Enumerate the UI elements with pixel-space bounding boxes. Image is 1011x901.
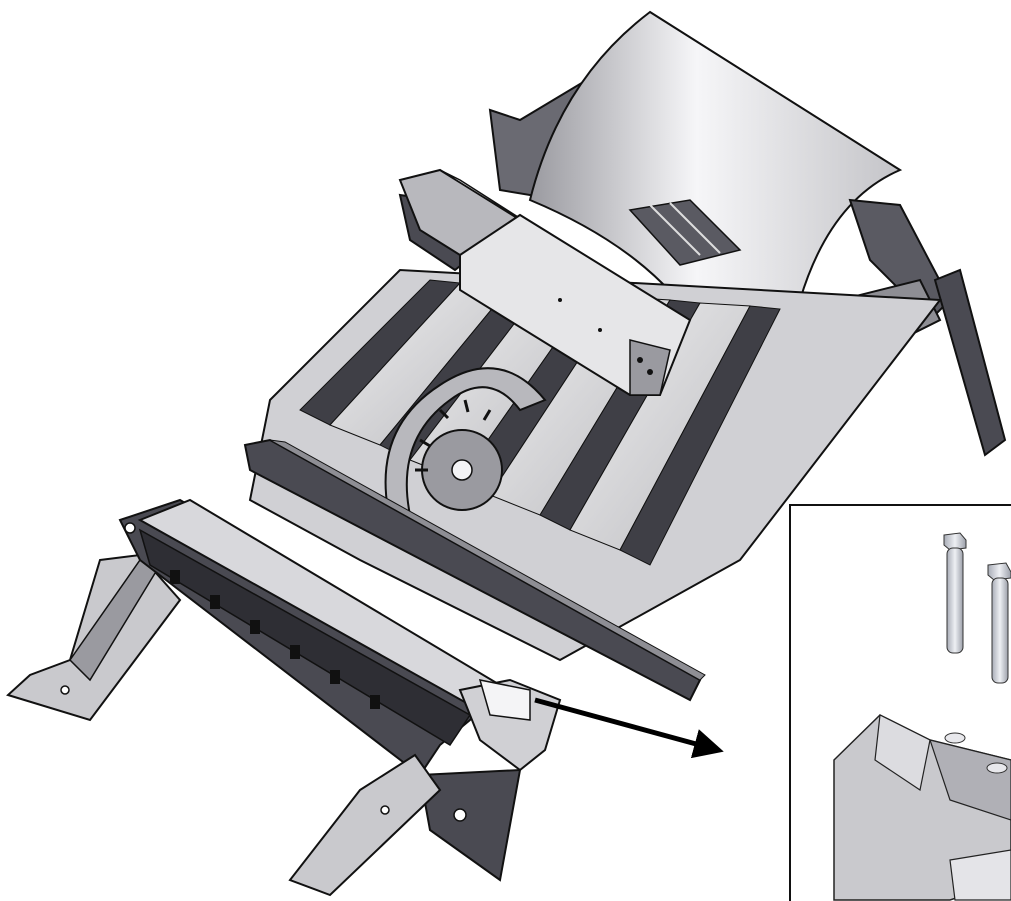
beam-teeth — [170, 570, 380, 709]
front-right-bracket — [288, 678, 562, 897]
detail-view — [789, 504, 1011, 901]
hex-bolt-1 — [943, 532, 967, 654]
left-arm — [6, 553, 182, 722]
callout-arrow — [534, 697, 724, 759]
bracket — [833, 714, 1011, 901]
front-beam-assembly — [118, 498, 502, 777]
rear-shroud — [488, 10, 903, 332]
front-crossbeam — [243, 438, 706, 702]
center-housing — [459, 213, 692, 396]
hex-bolt-2 — [987, 562, 1011, 684]
gear-wheel — [384, 367, 547, 522]
